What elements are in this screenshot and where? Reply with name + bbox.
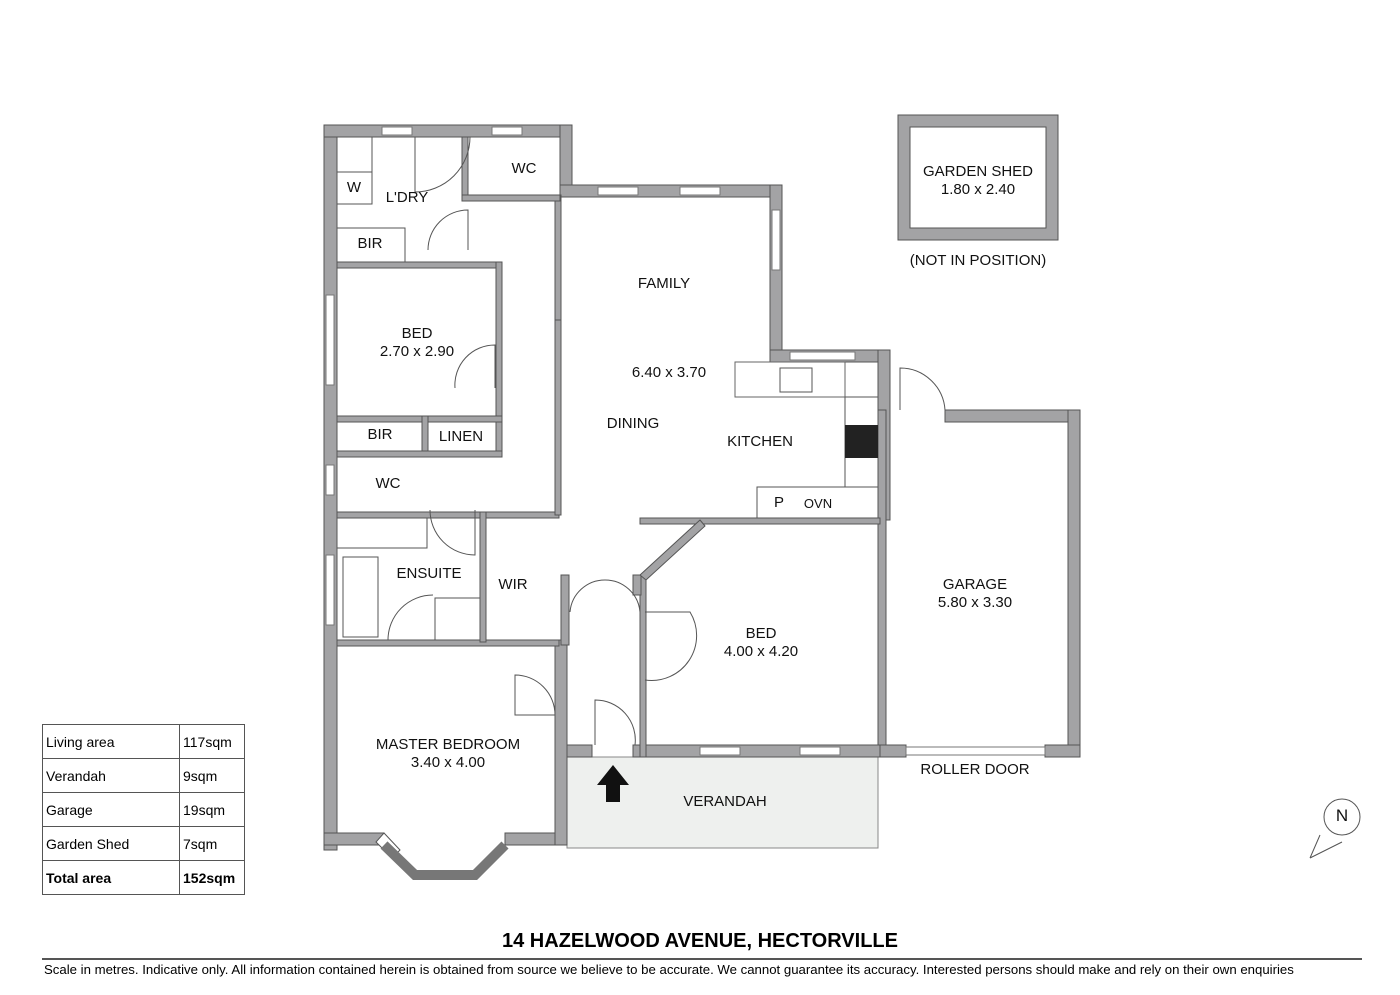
area-label: Living area: [42, 724, 180, 759]
area-label: Garden Shed: [42, 826, 180, 861]
disclaimer: Scale in metres. Indicative only. All in…: [44, 962, 1294, 977]
page-title: 14 HAZELWOOD AVENUE, HECTORVILLE: [502, 930, 898, 952]
room-oven: OVN: [803, 496, 833, 511]
room-name: BED: [401, 325, 433, 342]
room-laundry: L'DRY: [385, 189, 429, 206]
room-size: 5.80 x 3.30: [937, 594, 1013, 611]
room-pantry: P: [773, 494, 785, 511]
room-linen: LINEN: [438, 428, 484, 445]
room-name: GARAGE: [942, 576, 1008, 593]
room-dining: DINING: [606, 415, 660, 432]
room-bir-top: BIR: [357, 235, 383, 252]
room-ensuite: ENSUITE: [396, 565, 462, 582]
area-label: Garage: [42, 792, 180, 827]
area-value: 9sqm: [179, 758, 245, 793]
area-value: 19sqm: [179, 792, 245, 827]
room-family: FAMILY: [637, 275, 691, 292]
room-wc-top: WC: [511, 160, 537, 177]
room-size: 1.80 x 2.40: [940, 181, 1016, 198]
roller-door-label: ROLLER DOOR: [920, 761, 1030, 778]
entry-arrow-icon: [597, 765, 629, 802]
room-wir: WIR: [498, 576, 528, 593]
room-verandah: VERANDAH: [683, 793, 767, 810]
verandah-area: [566, 756, 879, 849]
room-washer: W: [346, 179, 362, 196]
garden-shed-note: (NOT IN POSITION): [909, 252, 1047, 269]
windows: [325, 126, 1046, 756]
room-name: BED: [745, 625, 777, 642]
area-value: 7sqm: [179, 826, 245, 861]
room-name: GARDEN SHED: [922, 163, 1034, 180]
room-bir-mid: BIR: [367, 426, 393, 443]
room-wc-mid: WC: [375, 475, 401, 492]
doors: [336, 136, 1361, 859]
room-size: 4.00 x 4.20: [723, 643, 799, 660]
compass-north-icon: N: [1335, 806, 1349, 825]
room-size: 3.40 x 4.00: [410, 754, 486, 771]
room-size: 2.70 x 2.90: [379, 343, 455, 360]
area-label: Total area: [42, 860, 180, 895]
area-value: 117sqm: [179, 724, 245, 759]
area-label: Verandah: [42, 758, 180, 793]
area-value: 152sqm: [179, 860, 245, 895]
room-kitchen: KITCHEN: [727, 433, 793, 450]
room-name: MASTER BEDROOM: [375, 736, 521, 753]
divider: [42, 958, 1362, 960]
room-family-size: 6.40 x 3.70: [631, 364, 707, 381]
